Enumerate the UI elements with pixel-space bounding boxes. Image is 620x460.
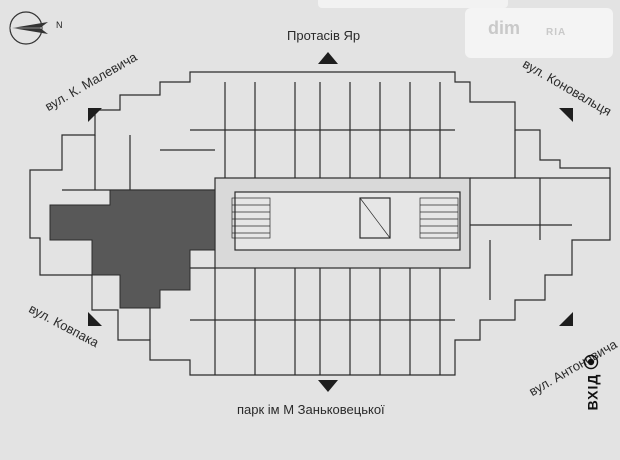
- watermark-sub: RIA: [546, 27, 567, 38]
- street-label-bottom: парк ім М Заньковецької: [237, 402, 385, 417]
- arrow-bottom-right-icon: [559, 312, 573, 326]
- staircase-right: [419, 197, 459, 239]
- watermark-badge: [465, 8, 613, 58]
- compass-north-label: N: [56, 20, 63, 30]
- entrance-label: ВХІД: [584, 373, 601, 411]
- staircase-left: [231, 197, 271, 239]
- arrow-top-left-icon: [88, 108, 102, 122]
- watermark-brand: dim: [488, 18, 521, 38]
- compass-icon: [9, 11, 48, 45]
- building-outline: [29, 71, 611, 376]
- elevator: [359, 197, 391, 239]
- highlighted-apartment: [49, 189, 216, 309]
- arrow-top-right-icon: [559, 108, 573, 122]
- top-banner: [318, 0, 508, 8]
- arrow-top-icon: [318, 52, 338, 64]
- entrance-icon: [583, 354, 599, 370]
- street-label-top: Протасів Яр: [287, 28, 361, 43]
- core: [234, 191, 461, 251]
- arrow-bottom-left-icon: [88, 312, 102, 326]
- arrow-bottom-icon: [318, 380, 338, 392]
